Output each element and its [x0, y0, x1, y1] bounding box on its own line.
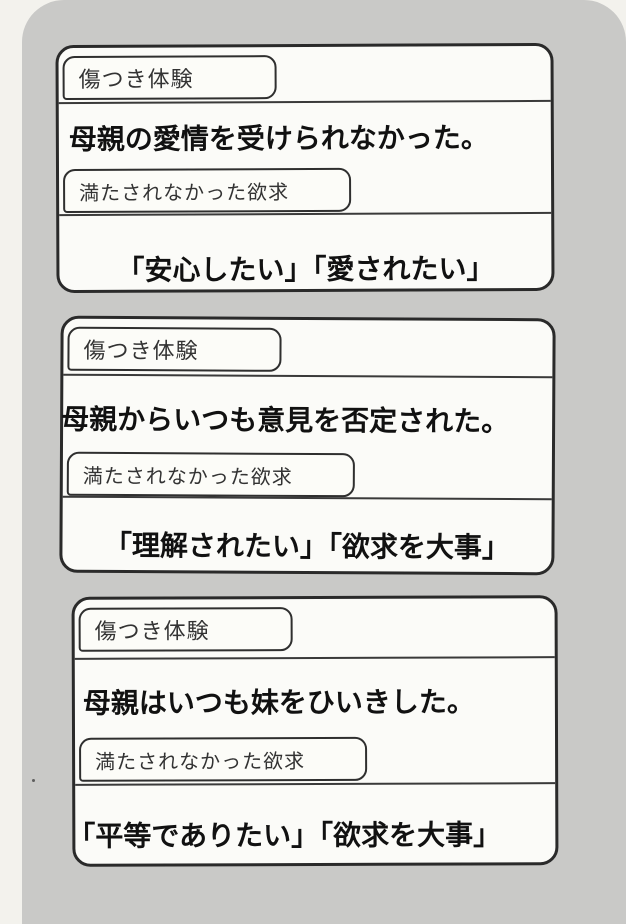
hurt-experience-card-3: 傷つき体験 母親はいつも妹をひいきした。 満たされなかった欲求 「平等でありたい… [67, 595, 559, 867]
hurt-experience-card-2: 傷つき体験 母親からいつも意見を否定された。 満たされなかった欲求 「理解された… [59, 315, 556, 576]
hurt-experience-card-1: 傷つき体験 母親の愛情を受けられなかった。 満たされなかった欲求 「安心したい」… [55, 42, 555, 294]
card-divider [63, 373, 553, 379]
unmet-needs-text: 「平等でありたい」「欲求を大事」 [67, 818, 502, 853]
unmet-need-tab: 満たされなかった欲求 [66, 451, 355, 498]
hurt-experience-tab: 傷つき体験 [67, 326, 282, 372]
card-divider [75, 782, 556, 786]
unmet-needs-text: 「安心したい」「愛されたい」 [116, 252, 495, 287]
hurt-experience-text: 母親はいつも妹をひいきした。 [82, 685, 475, 720]
hurt-experience-tab: 傷つき体験 [78, 607, 293, 652]
card-divider [74, 656, 555, 660]
unmet-need-tab: 満たされなかった欲求 [79, 736, 368, 782]
card-divider [62, 495, 552, 501]
hurt-experience-tab: 傷つき体験 [62, 55, 277, 101]
card-divider [58, 99, 551, 105]
unmet-need-tab: 満たされなかった欲求 [63, 167, 352, 214]
unmet-needs-text: 「理解されたい」「欲求を大事」 [103, 528, 511, 565]
hurt-experience-text: 母親の愛情を受けられなかった。 [68, 121, 489, 157]
hurt-experience-text: 母親からいつも意見を否定された。 [61, 402, 510, 439]
ink-speck [32, 779, 35, 782]
